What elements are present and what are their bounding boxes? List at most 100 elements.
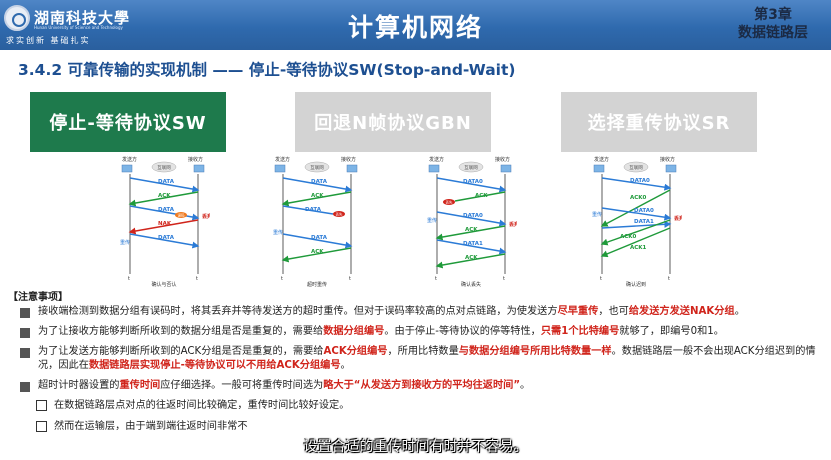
time-axis-label: t — [196, 276, 198, 282]
checkbox-icon — [36, 421, 47, 432]
note-highlight: 只需1个比特编号 — [540, 326, 620, 337]
checkbox-icon — [36, 400, 47, 411]
header-bar: 湖南科技大學 Hunan University of Science and T… — [0, 0, 831, 50]
diagram-caption: 确认迟到 — [626, 281, 646, 288]
university-english-name: Hunan University of Science and Technolo… — [34, 25, 123, 30]
note-text: 应仔细选择。一般可将重传时间选为 — [160, 380, 324, 391]
data-frame-label: DATA — [158, 235, 175, 241]
note-text: 。由于停止-等待协议的停等特性， — [384, 326, 541, 337]
note-text: 在数据链路层点对点的往返时间比较确定，重传时间比较好设定。 — [54, 400, 350, 411]
data-frame-label: DATA — [158, 179, 175, 185]
diagram-caption: 确认丢失 — [461, 281, 481, 288]
drop-label: 丢弃 — [509, 221, 517, 228]
sender-label: 发送方 — [594, 156, 609, 163]
sender-computer-icon — [593, 164, 605, 173]
note-text: ，也可 — [598, 306, 629, 317]
note-text: 。 — [340, 360, 351, 371]
sender-label: 发送方 — [122, 156, 137, 163]
sender-computer-icon — [428, 164, 440, 173]
tab-go-back-n[interactable]: 回退N帧协议GBN — [295, 92, 491, 152]
network-cloud-icon — [151, 161, 177, 173]
ack-frame-label: ACK0 — [630, 195, 647, 201]
network-label: 互联网 — [629, 164, 643, 171]
diagram-caption: 确认与否认 — [151, 281, 176, 288]
note-text: ，所用比特数量 — [387, 346, 459, 357]
ack-frame-label: ACK — [465, 227, 478, 233]
university-logo: 湖南科技大學 Hunan University of Science and T… — [4, 5, 132, 45]
receiver-label: 接收方 — [495, 156, 510, 163]
time-axis-label: t — [668, 276, 670, 282]
ack-frame-label: ACK — [158, 193, 171, 199]
diagram-timeout-retransmission: 发送方 接收方 互联网 DATA ACK DATA 丢失 DATA ACK 重传… — [271, 156, 363, 288]
square-bullet-icon — [20, 382, 30, 392]
section-title: 3.4.2 可靠传输的实现机制 —— 停止-等待协议SW(Stop-and-Wa… — [18, 61, 516, 79]
square-bullet-icon — [20, 348, 30, 358]
square-bullet-icon — [20, 308, 30, 318]
sub-note-item: 在数据链路层点对点的往返时间比较确定，重传时间比较好设定。 — [18, 399, 823, 413]
time-axis-label: t — [128, 276, 130, 282]
note-highlight: 给发送方发送NAK分组 — [628, 306, 735, 317]
error-badge — [175, 212, 187, 218]
lost-badge — [333, 211, 345, 217]
data-frame-label: DATA0 — [630, 178, 650, 184]
chapter-label: 第3章 数据链路层 — [723, 6, 823, 42]
note-text: 为了让接收方能够判断所收到的数据分组是否是重复的，需要给 — [38, 326, 324, 337]
note-highlight: 数据分组编号 — [323, 326, 385, 337]
note-item: 超时计时器设置的重传时间应仔细选择。一般可将重传时间选为略大于“从发送方到接收方… — [18, 379, 823, 393]
note-text: 。 — [734, 306, 745, 317]
note-highlight: 与数据分组编号所用比特数量一样 — [458, 346, 612, 357]
ack-frame-label: ACK — [465, 255, 478, 261]
lost-label: 丢失 — [336, 212, 344, 217]
receiver-label: 接收方 — [660, 156, 675, 163]
note-text: 为了让发送方能够判断所收到的ACK分组是否是重复的，需要给 — [38, 346, 324, 357]
note-text: 接收端检测到数据分组有误码时，将其丢弃并等待发送方的超时重传。但对于误码率较高的… — [38, 306, 558, 317]
receiver-computer-icon — [346, 164, 358, 173]
receiver-computer-icon — [500, 164, 512, 173]
network-label: 互联网 — [310, 164, 324, 171]
tab-selective-repeat[interactable]: 选择重传协议SR — [561, 92, 757, 152]
sender-computer-icon — [274, 164, 286, 173]
resend-label: 重传 — [120, 239, 130, 246]
ack-frame-label: ACK — [475, 193, 488, 199]
chapter-number: 第3章 — [754, 7, 792, 23]
receiver-computer-icon — [193, 164, 205, 173]
ack-frame-label: ACK1 — [630, 245, 647, 251]
notes-list: 接收端检测到数据分组有误码时，将其丢弃并等待发送方的超时重传。但对于误码率较高的… — [18, 305, 823, 441]
receiver-label: 接收方 — [341, 156, 356, 163]
time-axis-label: t — [600, 276, 602, 282]
sender-label: 发送方 — [429, 156, 444, 163]
time-axis-label: t — [435, 276, 437, 282]
sender-computer-icon — [121, 164, 133, 173]
diagram-caption: 超时重传 — [307, 281, 327, 288]
data-frame-label: DATA1 — [463, 241, 483, 247]
nak-frame-label: NAK — [158, 221, 172, 227]
data-frame-label: DATA0 — [634, 208, 654, 214]
note-highlight: ACK分组编号 — [323, 346, 388, 357]
chapter-name: 数据链路层 — [738, 25, 808, 41]
tab-stop-and-wait[interactable]: 停止-等待协议SW — [30, 92, 226, 152]
note-item: 为了让发送方能够判断所收到的ACK分组是否是重复的，需要给ACK分组编号，所用比… — [18, 345, 823, 373]
network-label: 互联网 — [157, 164, 171, 171]
ack-frame-label: ACK0 — [620, 234, 637, 240]
ack-frame-label: ACK — [311, 249, 324, 255]
diagram-ack-nak: 发送方 接收方 互联网 DATA ACK DATA 误码 丢弃 NAK DATA… — [118, 156, 210, 288]
error-label: 误码 — [178, 213, 185, 218]
data-frame-label: DATA — [305, 207, 322, 213]
lost-badge — [443, 199, 455, 205]
data-frame-label: DATA — [311, 179, 328, 185]
diagram-ack-late: 发送方 接收方 互联网 DATA0 ACK0 DATA0 DATA1 ACK0 … — [590, 156, 682, 288]
square-bullet-icon — [20, 328, 30, 338]
drop-label: 丢弃 — [674, 215, 682, 222]
university-name: 湖南科技大學 — [34, 9, 131, 27]
network-cloud-icon — [623, 161, 649, 173]
university-motto: 求实创新 基础扎实 — [6, 36, 91, 45]
sub-note-item: 然而在运输层，由于端到端往返时间非常不 — [18, 420, 823, 434]
note-text: 就够了，即编号0和1。 — [619, 326, 724, 337]
note-text: 超时计时器设置的 — [38, 380, 120, 391]
network-cloud-icon — [458, 161, 484, 173]
data-frame-label: DATA — [158, 207, 175, 213]
notes-title: 【注意事项】 — [8, 292, 68, 303]
data-frame-label: DATA — [311, 235, 328, 241]
note-text: 。 — [520, 380, 531, 391]
note-highlight: 尽早重传 — [557, 306, 599, 317]
